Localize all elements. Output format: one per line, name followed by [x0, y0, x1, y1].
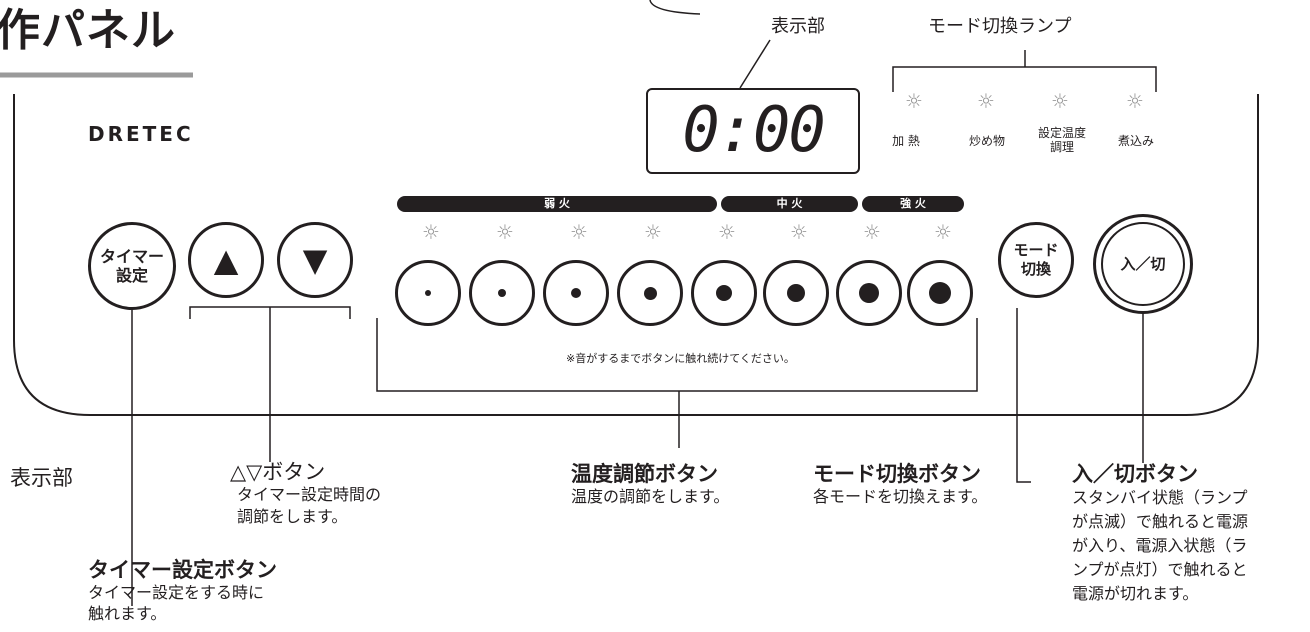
mode-lamp-stirfry: 炒め物	[968, 134, 1005, 148]
power-button[interactable]: 入／切	[1093, 214, 1193, 314]
display-leader	[739, 39, 771, 89]
annotation-temp-desc: 温度の調節をします。	[571, 487, 730, 506]
annotation-power-desc: スタンバイ状態（ランプ が点滅）で触れると電源 が入り、電源入状態（ラ ンプが点…	[1072, 488, 1249, 603]
heat-bar-high: 強 火	[862, 196, 964, 212]
heat-level-button-8[interactable]	[907, 260, 973, 326]
heat-bar-mid: 中 火	[721, 196, 858, 212]
lamp-icon: ☼	[977, 89, 995, 113]
mode-switch-button[interactable]: モード 切換	[998, 222, 1074, 298]
heat-level-dot-icon	[787, 284, 805, 302]
annotation-temp-title: 温度調節ボタン	[571, 462, 718, 486]
heat-level-dot-icon	[716, 285, 732, 301]
heat-level-dot-icon	[498, 289, 506, 297]
panel-top-curve	[649, 0, 701, 15]
annotation-timer-desc: タイマー設定をする時に 触れます。	[88, 583, 265, 623]
heat-level-button-5[interactable]	[691, 260, 757, 326]
timer-display: 0:00	[646, 88, 860, 174]
heat-level-dot-icon	[643, 286, 657, 300]
lamp-icon: ☼	[905, 89, 923, 113]
heat-level-dot-icon	[425, 290, 431, 296]
mode-lamp-setpoint: 設定温度 調理	[1037, 126, 1086, 154]
mode-lamp-heat: 加 熱	[892, 134, 920, 148]
heat-lamp-icon: ☼	[644, 220, 662, 244]
power-label: 入／切	[1120, 254, 1166, 273]
touch-note: ※音がするまでボタンに触れ続けてください。	[566, 352, 795, 365]
heat-lamp-icon: ☼	[422, 220, 440, 244]
annotation-mode-title: モード切換ボタン	[813, 462, 981, 486]
heat-level-button-3[interactable]	[543, 260, 609, 326]
heat-bar-low: 弱 火	[397, 196, 717, 212]
heat-level-button-4[interactable]	[617, 260, 683, 326]
mode-lamp-label: モード切換ランプ	[928, 16, 1072, 37]
mode-lamp-bracket	[892, 66, 1157, 92]
heat-lamp-icon: ☼	[496, 220, 514, 244]
heat-level-button-6[interactable]	[763, 260, 829, 326]
annotation-display-title: 表示部	[10, 466, 73, 490]
mode-lamp-simmer: 煮込み	[1117, 134, 1154, 148]
heat-lamp-icon: ☼	[863, 220, 881, 244]
up-button[interactable]: ▲	[188, 222, 264, 298]
up-triangle-icon: ▲	[213, 241, 239, 279]
heat-lamp-icon: ☼	[790, 220, 808, 244]
temp-bracket	[376, 318, 978, 392]
display-label: 表示部	[771, 16, 825, 37]
mode-leader	[1016, 308, 1031, 483]
heat-level-dot-icon	[859, 283, 879, 303]
heat-level-dot-icon	[929, 282, 951, 304]
timer-set-label: タイマー 設定	[99, 247, 164, 285]
lamp-icon: ☼	[1051, 89, 1069, 113]
heat-lamp-icon: ☼	[570, 220, 588, 244]
down-triangle-icon: ▼	[302, 241, 328, 279]
brand-logo: DRETEC	[88, 122, 194, 146]
page-title: 作パネル	[0, 5, 176, 56]
mode-switch-label: モード 切換	[1013, 241, 1059, 278]
down-button[interactable]: ▼	[277, 222, 353, 298]
annotation-timer-title: タイマー設定ボタン	[88, 558, 277, 582]
heat-level-dot-icon	[571, 288, 581, 298]
heat-level-button-2[interactable]	[469, 260, 535, 326]
heat-lamp-icon: ☼	[934, 220, 952, 244]
panel-outline	[13, 94, 1259, 416]
annotation-mode-desc: 各モードを切換えます。	[813, 487, 988, 506]
annotation-arrows-title: △▽ボタン	[230, 460, 326, 484]
heat-lamp-icon: ☼	[718, 220, 736, 244]
heat-level-button-7[interactable]	[836, 260, 902, 326]
lamp-icon: ☼	[1126, 89, 1144, 113]
timer-set-button[interactable]: タイマー 設定	[88, 222, 176, 310]
annotation-arrows-desc: タイマー設定時間の 調節をします。	[237, 485, 382, 526]
annotation-power-title: 入／切ボタン	[1072, 462, 1198, 486]
heat-level-button-1[interactable]	[395, 260, 461, 326]
